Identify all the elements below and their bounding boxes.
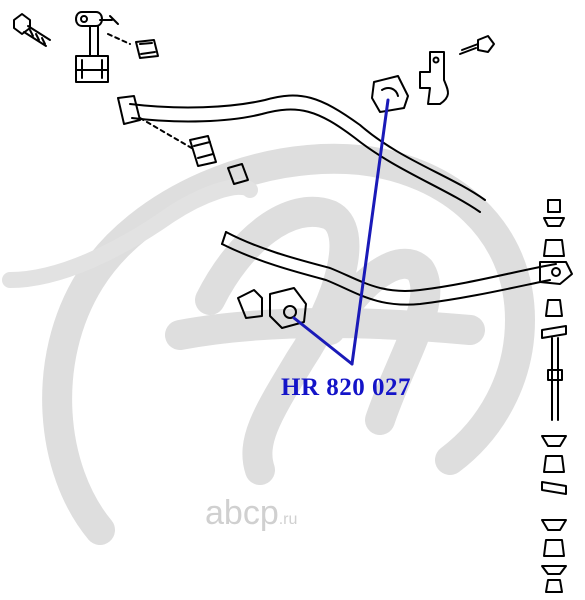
clamp-bushing-lower xyxy=(269,287,307,329)
bracket-upper-right xyxy=(419,51,449,105)
lower-stabilizer-bar xyxy=(221,231,573,306)
clamp-bushing-upper xyxy=(371,75,409,113)
link-stack-right xyxy=(541,199,567,593)
bolt-top-left xyxy=(13,13,51,47)
part-number-label: HR 820 027 xyxy=(281,374,411,401)
watermark-brand: abcp xyxy=(205,494,279,532)
upper-stabilizer-bar xyxy=(117,94,486,213)
callout-lines xyxy=(292,98,390,366)
watermark-text: abcp.ru xyxy=(205,494,297,533)
bushing-collar xyxy=(227,163,249,185)
bushing-upper-bar xyxy=(189,135,217,167)
bolt-top-right xyxy=(459,35,495,55)
bracket-lower xyxy=(237,289,263,319)
watermark-tld: .ru xyxy=(278,511,298,528)
small-bushing-top xyxy=(135,39,159,59)
stabilizer-link-top-left xyxy=(75,11,119,83)
